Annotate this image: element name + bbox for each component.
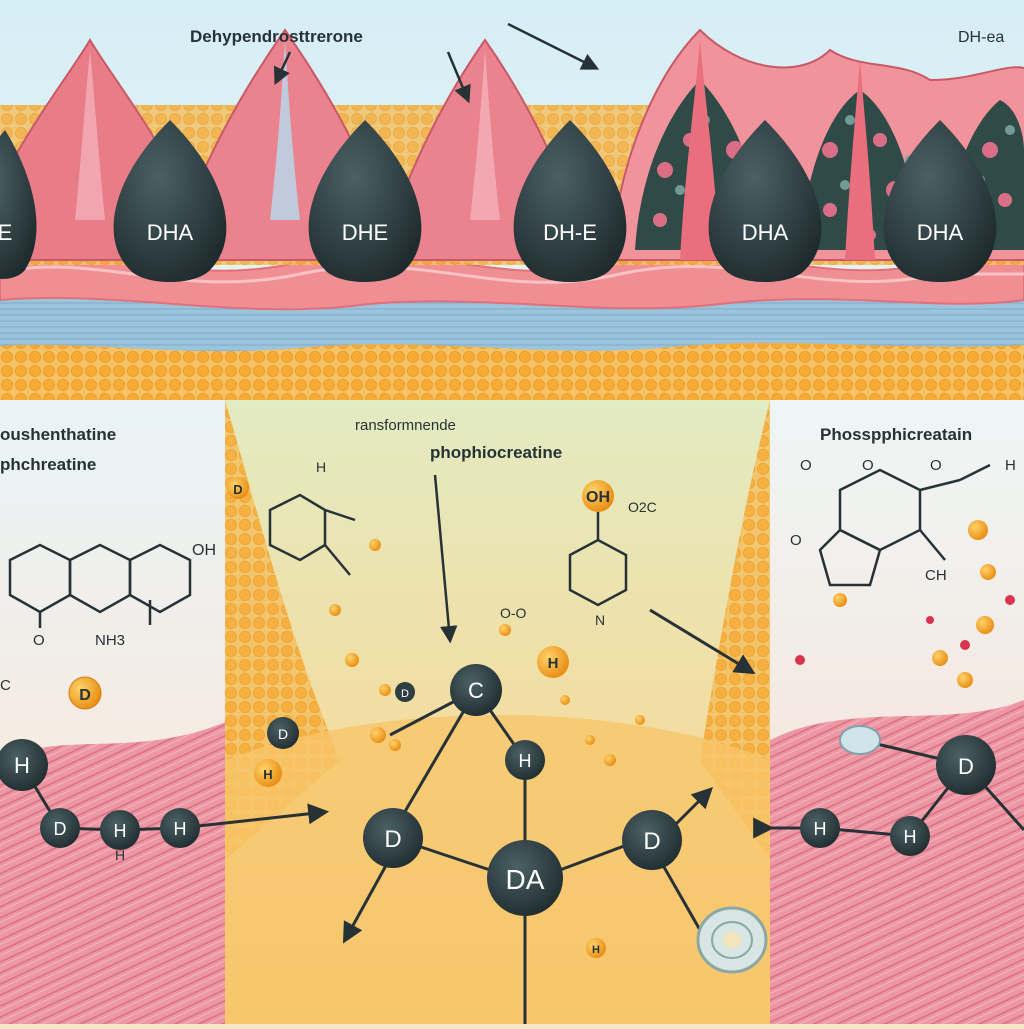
atom — [936, 735, 996, 795]
atom — [487, 840, 563, 916]
droplet-label: DHA — [147, 220, 194, 245]
right-o-label-1: O — [800, 457, 812, 474]
atom-label: D — [643, 828, 660, 855]
molecule-center: C H H D DA D D H — [254, 664, 682, 958]
droplet-2: DHA — [113, 120, 227, 282]
droplet-1: E — [0, 130, 37, 279]
droplet-6: DHA — [883, 120, 997, 282]
center-d-atom-label: D — [233, 482, 242, 497]
atom-label: H — [904, 827, 917, 847]
atom — [586, 938, 606, 958]
atom-label: H — [519, 751, 532, 771]
left-ring-c-label: C — [0, 677, 11, 694]
molecule-left: H D H H H D — [0, 717, 299, 863]
center-h-orange-atom-label: H — [548, 655, 559, 672]
center-panel: ransformnende phophiocreatine D H OH O2C… — [225, 400, 770, 1024]
atom — [363, 808, 423, 868]
top-arrow-1 — [273, 51, 292, 86]
vesicle — [839, 725, 881, 755]
molecule-right: D H H — [800, 725, 996, 856]
droplet-label: DHA — [917, 220, 964, 245]
center-o2-label: O-O — [500, 605, 527, 621]
top-arrow-2 — [446, 51, 471, 104]
center-panel-title: phophiocreatine — [430, 443, 562, 462]
left-panel-title-1: oushenthatine — [0, 425, 116, 444]
left-orange-atom-label: D — [79, 687, 91, 704]
center-panel-subtitle: ransformnende — [355, 417, 456, 434]
droplet-row: E DHA DHE DH-E DHA DHA — [0, 120, 997, 282]
left-ring-structure — [8, 543, 192, 628]
right-o-label-4: O — [790, 532, 802, 549]
atom-label: H — [114, 821, 127, 841]
atom — [890, 816, 930, 856]
center-n-label: N — [595, 612, 605, 628]
center-particles — [329, 539, 645, 766]
atom-label: H — [174, 819, 187, 839]
atom-label: DA — [506, 864, 545, 895]
atom-label: H — [263, 767, 272, 782]
center-o-atom-label: OH — [586, 489, 610, 506]
atom-label: C — [468, 678, 484, 703]
atom-label: H — [14, 753, 30, 778]
center-o-atom — [582, 480, 614, 512]
atom-label: H — [592, 944, 600, 956]
center-d-atom — [227, 477, 249, 499]
droplet-4: DH-E — [513, 120, 627, 282]
top-title: Dehypendrosttrerone — [190, 27, 363, 46]
atom — [40, 808, 80, 848]
top-corner-label: DH-ea — [958, 29, 1004, 46]
atom-label: H — [814, 819, 827, 839]
droplet-3: DHE — [308, 120, 422, 282]
right-ch-label: CH — [925, 567, 947, 584]
atom — [450, 664, 502, 716]
atom — [622, 810, 682, 870]
right-panel-title: Phosspphicreatain — [820, 425, 972, 444]
droplet-label: DH-E — [543, 220, 597, 245]
atom — [100, 810, 140, 850]
left-panel-title-2: phchreatine — [0, 455, 96, 474]
left-ring-nh3-label: NH3 — [95, 632, 125, 649]
center-h-orange-atom — [537, 646, 569, 678]
left-orange-atom — [68, 676, 102, 710]
cell-cone-group-left — [0, 28, 592, 261]
right-h-label: H — [1005, 457, 1016, 474]
atom — [505, 740, 545, 780]
left-ring-o-label: O — [33, 632, 45, 649]
right-o-label-3: O — [930, 457, 942, 474]
atom — [267, 717, 299, 749]
coiled-vesicle — [696, 906, 768, 974]
droplet-label: DHA — [742, 220, 789, 245]
left-ring-oh-label: OH — [192, 542, 216, 559]
left-panel: oushenthatine phchreatine OH O NH3 C D — [0, 400, 230, 1024]
atom-label: D — [384, 826, 401, 853]
atom — [0, 739, 48, 791]
atom-label: D — [278, 726, 288, 742]
atom-label: D — [401, 688, 409, 700]
atom — [800, 808, 840, 848]
right-particles — [795, 520, 1015, 688]
droplet-5: DHA — [708, 120, 822, 282]
right-panel: Phosspphicreatain O O O H O CH — [770, 400, 1024, 1024]
atom — [395, 682, 415, 702]
center-ring-structure — [268, 493, 356, 576]
droplet-label: DHE — [342, 220, 388, 245]
right-o-label-2: O — [862, 457, 874, 474]
atom-label: D — [958, 754, 974, 779]
atom-sublabel: H — [115, 847, 125, 863]
center-pyran-ring — [568, 512, 628, 607]
center-h-label: H — [316, 459, 326, 475]
atom — [160, 808, 200, 848]
top-arrow-3 — [507, 22, 600, 70]
atom — [254, 759, 282, 787]
connective-tissue-band — [0, 297, 1024, 352]
atom-label: D — [54, 819, 67, 839]
droplet-label: E — [0, 220, 12, 245]
center-o2c-label: O2C — [628, 499, 657, 515]
center-arrow-down — [433, 474, 458, 644]
right-ring-structure — [818, 463, 991, 587]
